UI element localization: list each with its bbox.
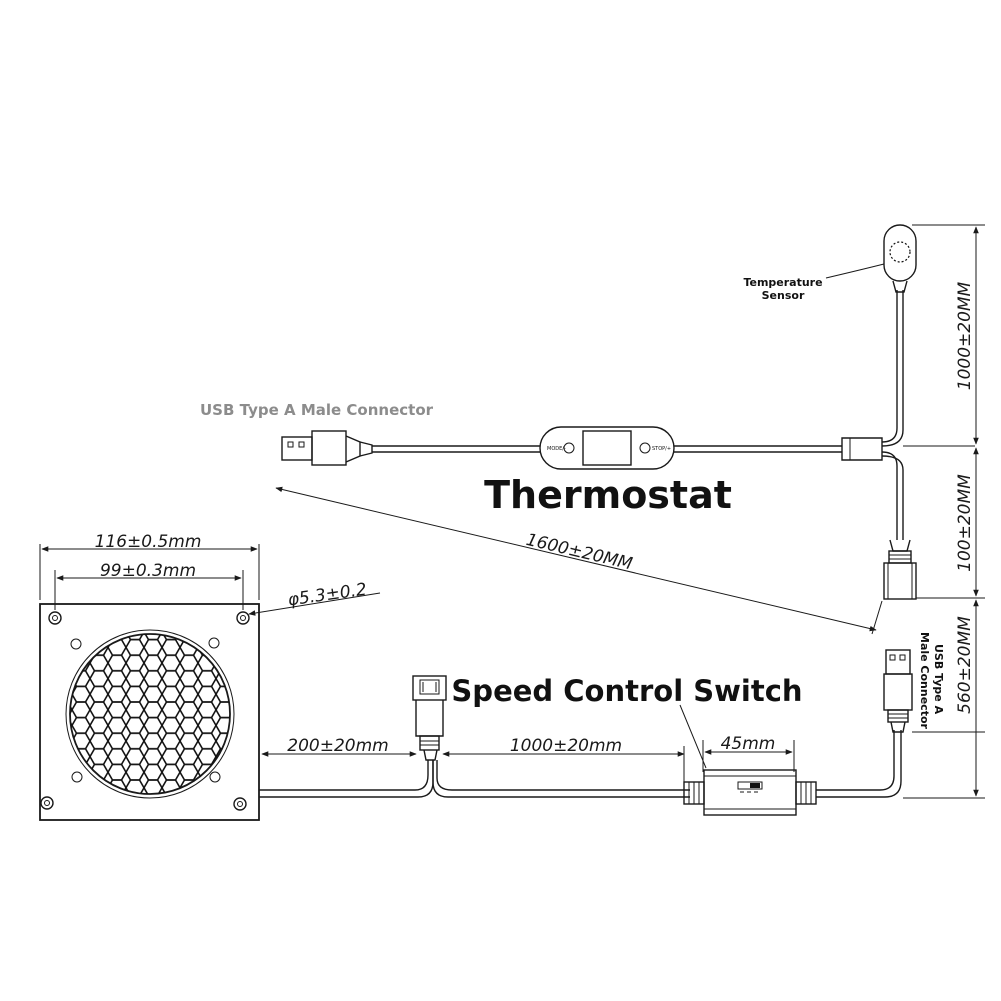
dim-hole-spacing: 99±0.3mm	[100, 561, 196, 581]
temperature-sensor: Temperature Sensor	[743, 224, 917, 302]
dim-thermostat-cable: 1600±20MM	[524, 530, 634, 574]
dim-switch-length: 45mm	[721, 734, 776, 754]
sensor-label-2: Sensor	[762, 289, 805, 302]
fan-cable	[259, 760, 690, 798]
switch-slider	[737, 781, 763, 790]
svg-text:MODE/-: MODE/-	[547, 446, 566, 452]
mount-hole-tr	[236, 611, 250, 625]
svg-text:STOP/+: STOP/+	[652, 446, 671, 452]
usb-male-connector-right: USB Type A Male Connector	[883, 632, 945, 733]
usb-female-connector-thermostat	[883, 539, 917, 600]
mount-hole-tl	[48, 611, 62, 625]
thermostat-title: Thermostat	[484, 473, 732, 517]
usb-right-label-2: Male Connector	[918, 632, 931, 730]
fan-dimensions: 116±0.5mm 99±0.3mm φ5.3±0.2	[39, 532, 381, 616]
dim-hole-diameter: φ5.3±0.2	[287, 580, 369, 611]
dim-split-to-switch: 1000±20mm	[510, 736, 622, 756]
switch-to-usb-cable	[816, 730, 902, 798]
mount-hole-br	[233, 797, 247, 811]
hex-grille	[70, 634, 230, 794]
dim-switch-to-usb: 560±20MM	[955, 616, 975, 714]
usb-top-label: USB Type A Male Connector	[200, 401, 434, 419]
usb-right-label-1: USB Type A	[932, 644, 945, 715]
usb-female-connector-fan	[412, 675, 447, 761]
fan-frame	[39, 603, 260, 821]
sensor-label-1: Temperature	[743, 276, 822, 289]
cable-splitter	[841, 437, 883, 461]
thermostat-body	[539, 426, 675, 470]
speed-control-switch: Speed Control Switch	[451, 674, 817, 816]
dim-sensor-cable: 1000±20MM	[955, 281, 975, 390]
thermostat-display	[582, 430, 632, 466]
cable-dimensions: 200±20mm 1000±20mm 45mm	[261, 734, 795, 782]
speed-control-title: Speed Control Switch	[451, 674, 802, 708]
mount-hole-bl	[40, 796, 54, 810]
fan-unit	[39, 603, 260, 821]
right-dimensions: 1000±20MM 100±20MM 560±20MM	[903, 224, 985, 799]
usb-male-plug-top	[281, 436, 313, 461]
dim-female-branch: 100±20MM	[955, 474, 975, 572]
thermostat-cable: USB Type A Male Connector MODE/- STOP/+ …	[200, 290, 975, 540]
dim-fan-width: 116±0.5mm	[95, 532, 202, 552]
dim-fan-to-split: 200±20mm	[287, 736, 388, 756]
